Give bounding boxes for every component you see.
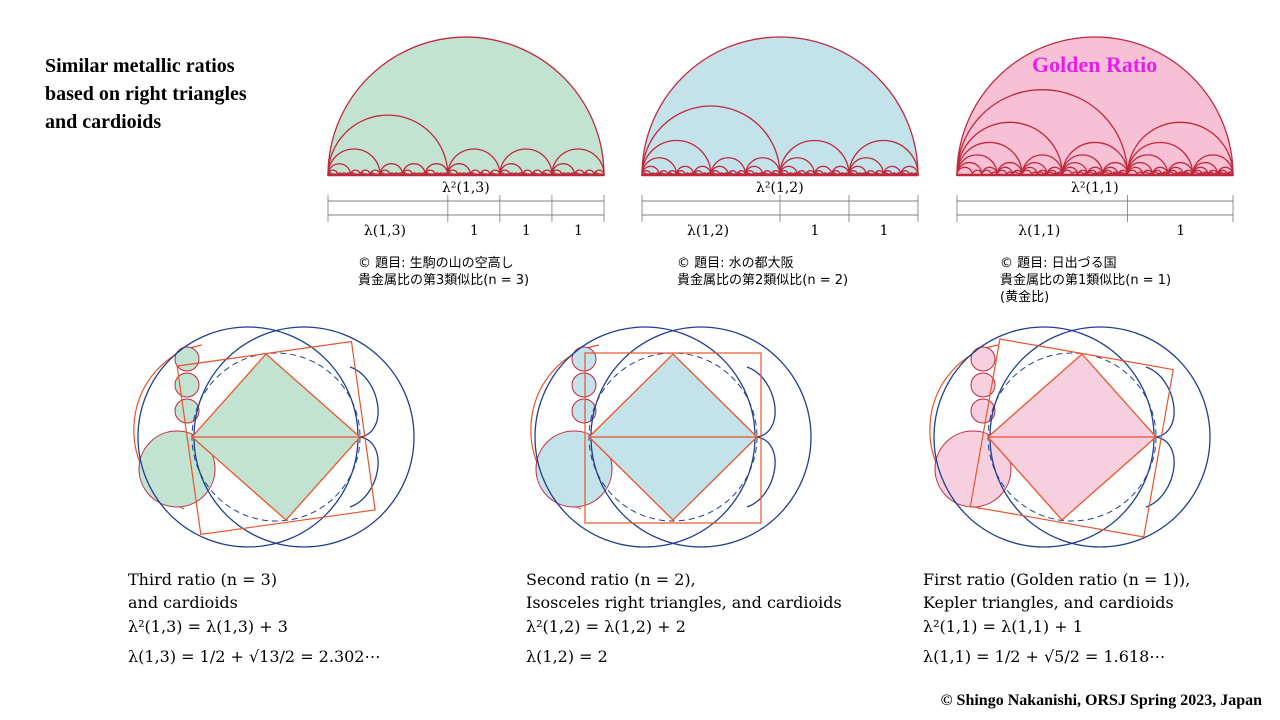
inner-arc bbox=[1126, 142, 1194, 176]
caption-ratio: 貴金属比の第1類似比(n = 1) bbox=[1000, 273, 1172, 288]
inner-arc bbox=[1126, 154, 1169, 176]
inner-arc bbox=[710, 157, 747, 176]
description-line: Third ratio (n = 3) bbox=[128, 570, 278, 589]
outer-rectangle bbox=[176, 340, 376, 536]
description-line: λ(1,3) = 1/2 + √13/2 = 2.302⋯ bbox=[128, 647, 381, 666]
rectangle-group bbox=[176, 340, 376, 536]
shaded-circle bbox=[535, 430, 613, 508]
copyright: © Shingo Nakanishi, ORSJ Spring 2023, Ja… bbox=[940, 692, 1262, 709]
description-line: λ²(1,2) = λ(1,2) + 2 bbox=[526, 617, 686, 636]
rectangle-group bbox=[584, 352, 762, 524]
description-line: λ²(1,3) = λ(1,3) + 3 bbox=[128, 617, 288, 636]
inner-arc bbox=[1061, 154, 1104, 176]
metallic-semicircle bbox=[327, 36, 605, 176]
label-one: 1 bbox=[521, 223, 531, 239]
shaded-small-circle bbox=[970, 372, 996, 398]
inner-arc bbox=[744, 157, 781, 176]
description-line: λ²(1,1) = λ(1,1) + 1 bbox=[923, 617, 1083, 636]
inner-arc bbox=[327, 148, 381, 176]
cardioid-lobe bbox=[746, 366, 776, 508]
shaded-circle bbox=[138, 430, 216, 508]
shaded-small-circle bbox=[571, 398, 597, 424]
metallic-semicircle bbox=[641, 36, 919, 176]
description-line: λ(1,1) = 1/2 + √5/2 = 1.618⋯ bbox=[923, 647, 1166, 666]
inner-arc bbox=[641, 105, 781, 176]
inner-arc bbox=[447, 148, 501, 176]
label-lambda-squared: λ²(1,3) bbox=[442, 180, 490, 196]
description-line: and cardioids bbox=[128, 593, 238, 612]
inner-arc bbox=[1021, 154, 1064, 176]
title-line: Similar metallic ratios bbox=[45, 55, 235, 77]
description-line: First ratio (Golden ratio (n = 1)), bbox=[923, 570, 1191, 589]
inner-arc bbox=[779, 139, 850, 176]
label-lambda: λ(1,1) bbox=[1018, 223, 1061, 239]
inner-arc bbox=[848, 157, 885, 176]
metallic-semicircle bbox=[956, 36, 1234, 176]
description-line: Isosceles right triangles, and cardioids bbox=[526, 593, 842, 612]
inner-arc bbox=[956, 142, 1023, 176]
inner-arc bbox=[499, 148, 553, 176]
label-lambda-squared: λ²(1,2) bbox=[756, 180, 804, 196]
label-one: 1 bbox=[1176, 223, 1186, 239]
shaded-small-circle bbox=[571, 372, 597, 398]
description-line: λ(1,2) = 2 bbox=[526, 647, 608, 666]
caption-ratio: 貴金属比の第2類似比(n = 2) bbox=[677, 273, 849, 288]
inner-arc bbox=[956, 154, 998, 176]
rectangle-group bbox=[969, 338, 1174, 538]
title-line: based on right triangles bbox=[45, 83, 247, 105]
caption-title: © 題目: 生駒の山の空高し bbox=[358, 256, 514, 271]
inner-arc bbox=[1126, 122, 1234, 176]
golden-ratio-label: Golden Ratio bbox=[1032, 52, 1158, 77]
inner-arc bbox=[779, 157, 816, 176]
outer-rectangle bbox=[969, 338, 1174, 538]
inner-arc bbox=[1061, 141, 1129, 176]
label-one: 1 bbox=[810, 223, 820, 239]
inner-arc bbox=[956, 121, 1064, 176]
caption-golden: (黄金比) bbox=[1000, 290, 1050, 305]
shaded-small-circle bbox=[970, 346, 996, 372]
shaded-small-circle bbox=[970, 398, 996, 424]
title-line: and cardioids bbox=[45, 111, 162, 133]
inner-arc bbox=[848, 139, 919, 176]
label-lambda-squared: λ²(1,1) bbox=[1071, 180, 1119, 196]
inner-arc bbox=[551, 148, 605, 176]
inner-arc bbox=[641, 139, 712, 176]
label-lambda: λ(1,2) bbox=[687, 223, 730, 239]
outer-rectangle bbox=[584, 352, 762, 524]
slide-title: Similar metallic ratios based on right t… bbox=[45, 52, 247, 136]
description-line: Second ratio (n = 2), bbox=[526, 570, 696, 589]
shaded-small-circle bbox=[174, 398, 200, 424]
cardioid-lobe bbox=[349, 366, 379, 508]
shaded-small-circle bbox=[174, 346, 200, 372]
shaded-small-circle bbox=[571, 346, 597, 372]
caption-title: © 題目: 日出づる国 bbox=[1000, 256, 1117, 271]
label-one: 1 bbox=[573, 223, 583, 239]
inner-arc bbox=[956, 89, 1129, 176]
inner-arc bbox=[1192, 154, 1234, 176]
inner-arc bbox=[641, 157, 678, 176]
inner-arc bbox=[327, 114, 449, 176]
caption-ratio: 貴金属比の第3類似比(n = 3) bbox=[358, 273, 530, 288]
caption-title: © 題目: 水の都大阪 bbox=[677, 256, 794, 271]
cardioid-lobe bbox=[1145, 366, 1175, 508]
description-line: Kepler triangles, and cardioids bbox=[923, 593, 1174, 612]
label-one: 1 bbox=[469, 223, 479, 239]
label-lambda: λ(1,3) bbox=[363, 223, 406, 239]
label-one: 1 bbox=[879, 223, 889, 239]
